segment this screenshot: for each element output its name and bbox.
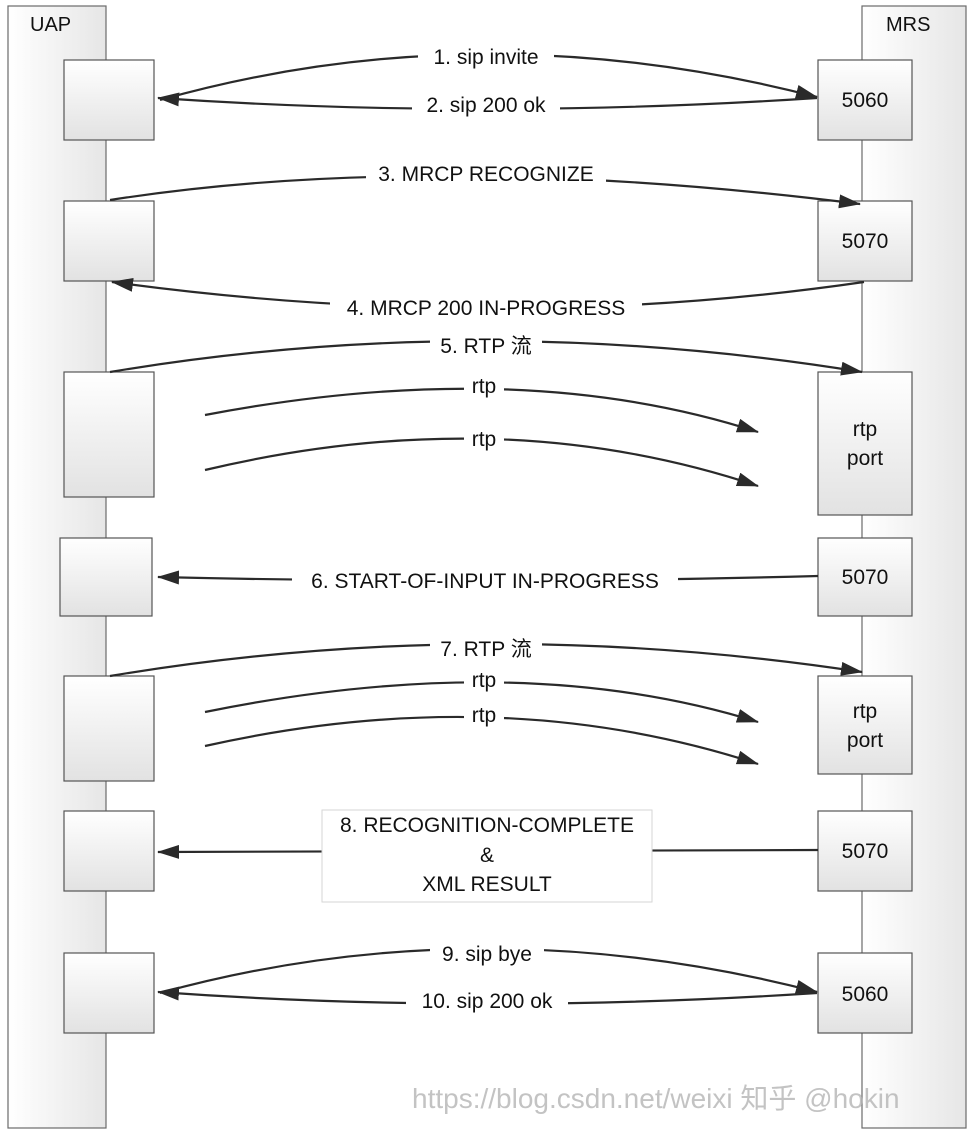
uap-box-3 bbox=[63, 371, 155, 498]
label-bg-2 bbox=[412, 92, 560, 118]
label-bg-9 bbox=[430, 941, 544, 967]
uap-box-4 bbox=[59, 537, 153, 617]
label-bg-7a bbox=[464, 668, 504, 692]
uap-box-6 bbox=[63, 810, 155, 892]
port-label-5a: rtp bbox=[853, 700, 878, 723]
msg-4-label: 4. MRCP 200 IN-PROGRESS bbox=[347, 297, 626, 320]
label-bg-7b bbox=[464, 703, 504, 727]
label-bg-7 bbox=[430, 636, 542, 662]
label-bg-5 bbox=[430, 333, 542, 359]
msg-7-label: 7. RTP 流 bbox=[440, 638, 531, 661]
msg-2-label: 2. sip 200 ok bbox=[426, 94, 546, 117]
label-bg-4 bbox=[330, 294, 642, 320]
label-bg-3 bbox=[366, 160, 606, 186]
msg-7b-label: rtp bbox=[472, 704, 497, 727]
msg-5a-label: rtp bbox=[472, 375, 497, 398]
port-label-4: 5070 bbox=[842, 566, 889, 589]
uap-lane-title: UAP bbox=[30, 14, 71, 36]
port-label-2: 5070 bbox=[842, 230, 889, 253]
msg-6-label: 6. START-OF-INPUT IN-PROGRESS bbox=[311, 570, 659, 593]
mrs-port-box-5 bbox=[817, 675, 913, 775]
watermark-text: https://blog.csdn.net/weixi 知乎 @hokin bbox=[412, 1083, 900, 1114]
msg-5b-label: rtp bbox=[472, 428, 497, 451]
mrs-port-box-3 bbox=[817, 371, 913, 516]
msg-8-line1: 8. RECOGNITION-COMPLETE bbox=[340, 814, 634, 837]
label-bg-6 bbox=[292, 567, 678, 593]
port-label-3a: rtp bbox=[853, 418, 878, 441]
msg-9-label: 9. sip bye bbox=[442, 943, 532, 966]
msg-5-label: 5. RTP 流 bbox=[440, 335, 531, 358]
port-label-5b: port bbox=[847, 729, 883, 752]
mrs-port-box-2 bbox=[817, 200, 913, 282]
mrs-port-box-4 bbox=[817, 537, 913, 617]
msg-7a-label: rtp bbox=[472, 669, 497, 692]
label-bg-8 bbox=[321, 809, 653, 903]
port-label-3b: port bbox=[847, 447, 883, 470]
msg-8-line2: & bbox=[480, 844, 494, 867]
label-bg-5a bbox=[464, 374, 504, 398]
msg-3-label: 3. MRCP RECOGNIZE bbox=[378, 163, 593, 186]
port-label-1: 5060 bbox=[842, 89, 889, 112]
uap-box-2 bbox=[63, 200, 155, 282]
msg-1-label: 1. sip invite bbox=[433, 46, 538, 69]
label-bg-5b bbox=[464, 427, 504, 451]
mrs-lane-title: MRS bbox=[886, 14, 930, 36]
mrs-port-box-7 bbox=[817, 952, 913, 1034]
label-bg-1 bbox=[418, 44, 554, 70]
mrs-port-box-1 bbox=[817, 59, 913, 141]
uap-box-5 bbox=[63, 675, 155, 782]
uap-box-7 bbox=[63, 952, 155, 1034]
mrs-port-box-6 bbox=[817, 810, 913, 892]
port-label-7: 5060 bbox=[842, 983, 889, 1006]
msg-8-line3: XML RESULT bbox=[422, 873, 552, 896]
uap-box-1 bbox=[63, 59, 155, 141]
msg-10-label: 10. sip 200 ok bbox=[422, 990, 553, 1013]
port-label-6: 5070 bbox=[842, 840, 889, 863]
label-bg-10 bbox=[406, 988, 568, 1014]
